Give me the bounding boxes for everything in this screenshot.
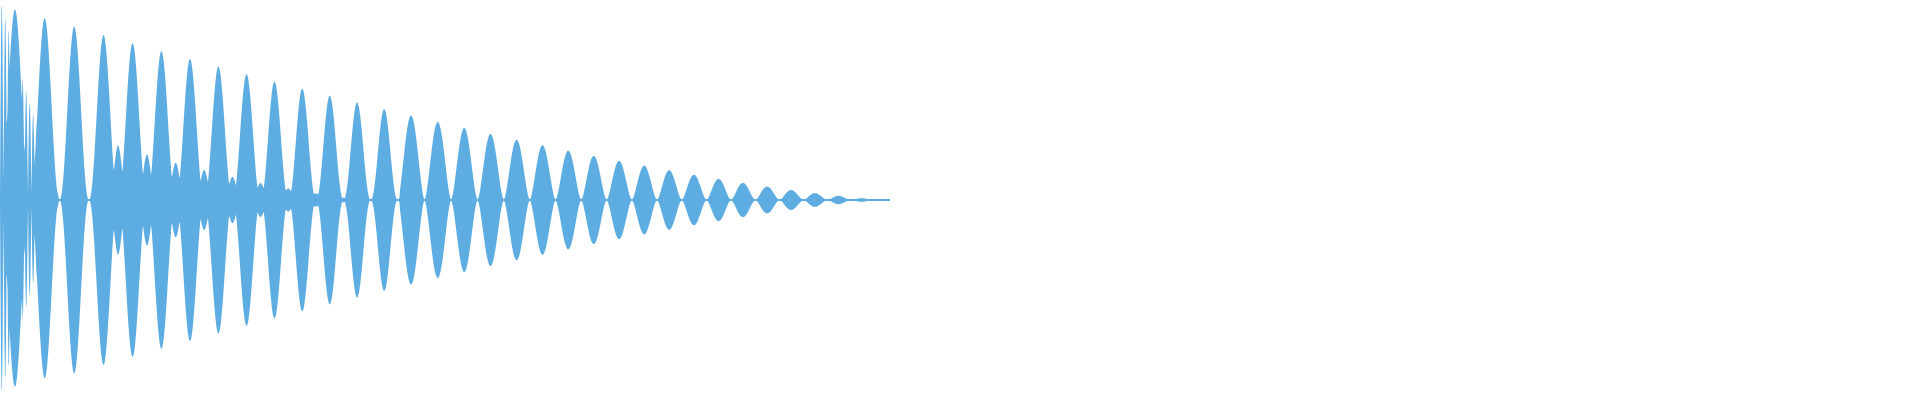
waveform-shape [0,5,890,391]
